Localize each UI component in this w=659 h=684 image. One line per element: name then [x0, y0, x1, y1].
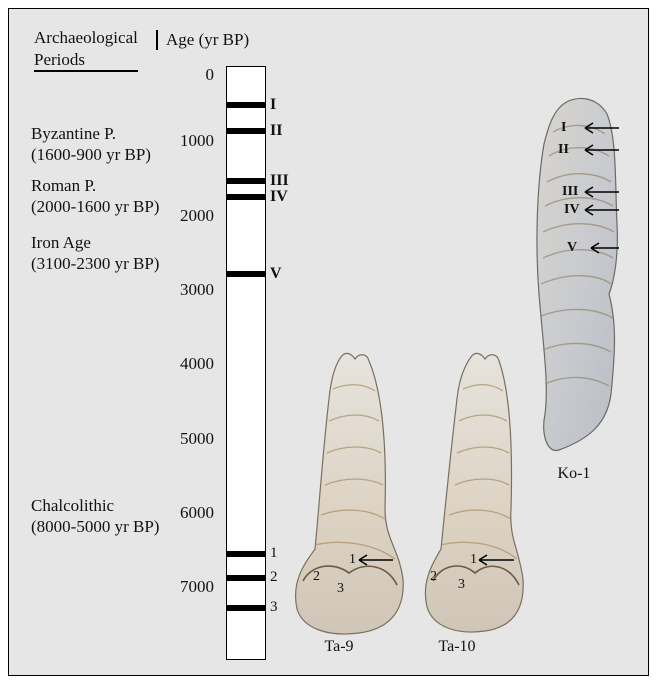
- age-tick-label: 5000: [154, 430, 214, 447]
- ko-1-arrow-label: V: [567, 241, 577, 255]
- age-band-bar: [226, 575, 266, 581]
- age-band-bar: [226, 102, 266, 108]
- ko-1-arrow-label: II: [558, 143, 569, 157]
- age-band-bar: [226, 605, 266, 611]
- age-tick-label: 4000: [154, 355, 214, 372]
- ko-1-arrow-label: I: [561, 121, 566, 135]
- age-band-bar: [226, 194, 266, 200]
- age-band-label: 3: [270, 600, 278, 615]
- age-tick-label: 2000: [154, 207, 214, 224]
- ko-1-arrow-label: III: [562, 185, 578, 199]
- age-tick-label: 6000: [154, 504, 214, 521]
- age-tick-label: 0: [154, 66, 214, 83]
- ta-10-marker-3: 3: [458, 578, 465, 592]
- age-band-label: V: [270, 266, 282, 282]
- age-band-label: 1: [270, 546, 278, 561]
- ta-10-label: Ta-10: [427, 639, 487, 655]
- ko-1-arrow-label: IV: [564, 203, 580, 217]
- age-band-bar: [226, 551, 266, 557]
- age-tick-label: 3000: [154, 281, 214, 298]
- ta-9-arrow: [9, 9, 649, 676]
- age-tick-label: 1000: [154, 132, 214, 149]
- ta-10-marker-1: 1: [470, 553, 477, 567]
- age-band-label: III: [270, 173, 289, 189]
- figure-panel: Archaeological Periods Age (yr BP) Byzan…: [8, 8, 649, 676]
- age-band-bar: [226, 178, 266, 184]
- age-band-bar: [226, 271, 266, 277]
- age-band-label: 2: [270, 570, 278, 585]
- ta-10-marker-2: 2: [430, 570, 437, 584]
- ta-9-label: Ta-9: [314, 639, 364, 655]
- age-tick-label: 7000: [154, 578, 214, 595]
- age-band-bar: [226, 128, 266, 134]
- age-band-label: IV: [270, 189, 288, 205]
- age-band-label: I: [270, 97, 276, 113]
- ko-1-label: Ko-1: [549, 466, 599, 482]
- age-band-label: II: [270, 123, 282, 139]
